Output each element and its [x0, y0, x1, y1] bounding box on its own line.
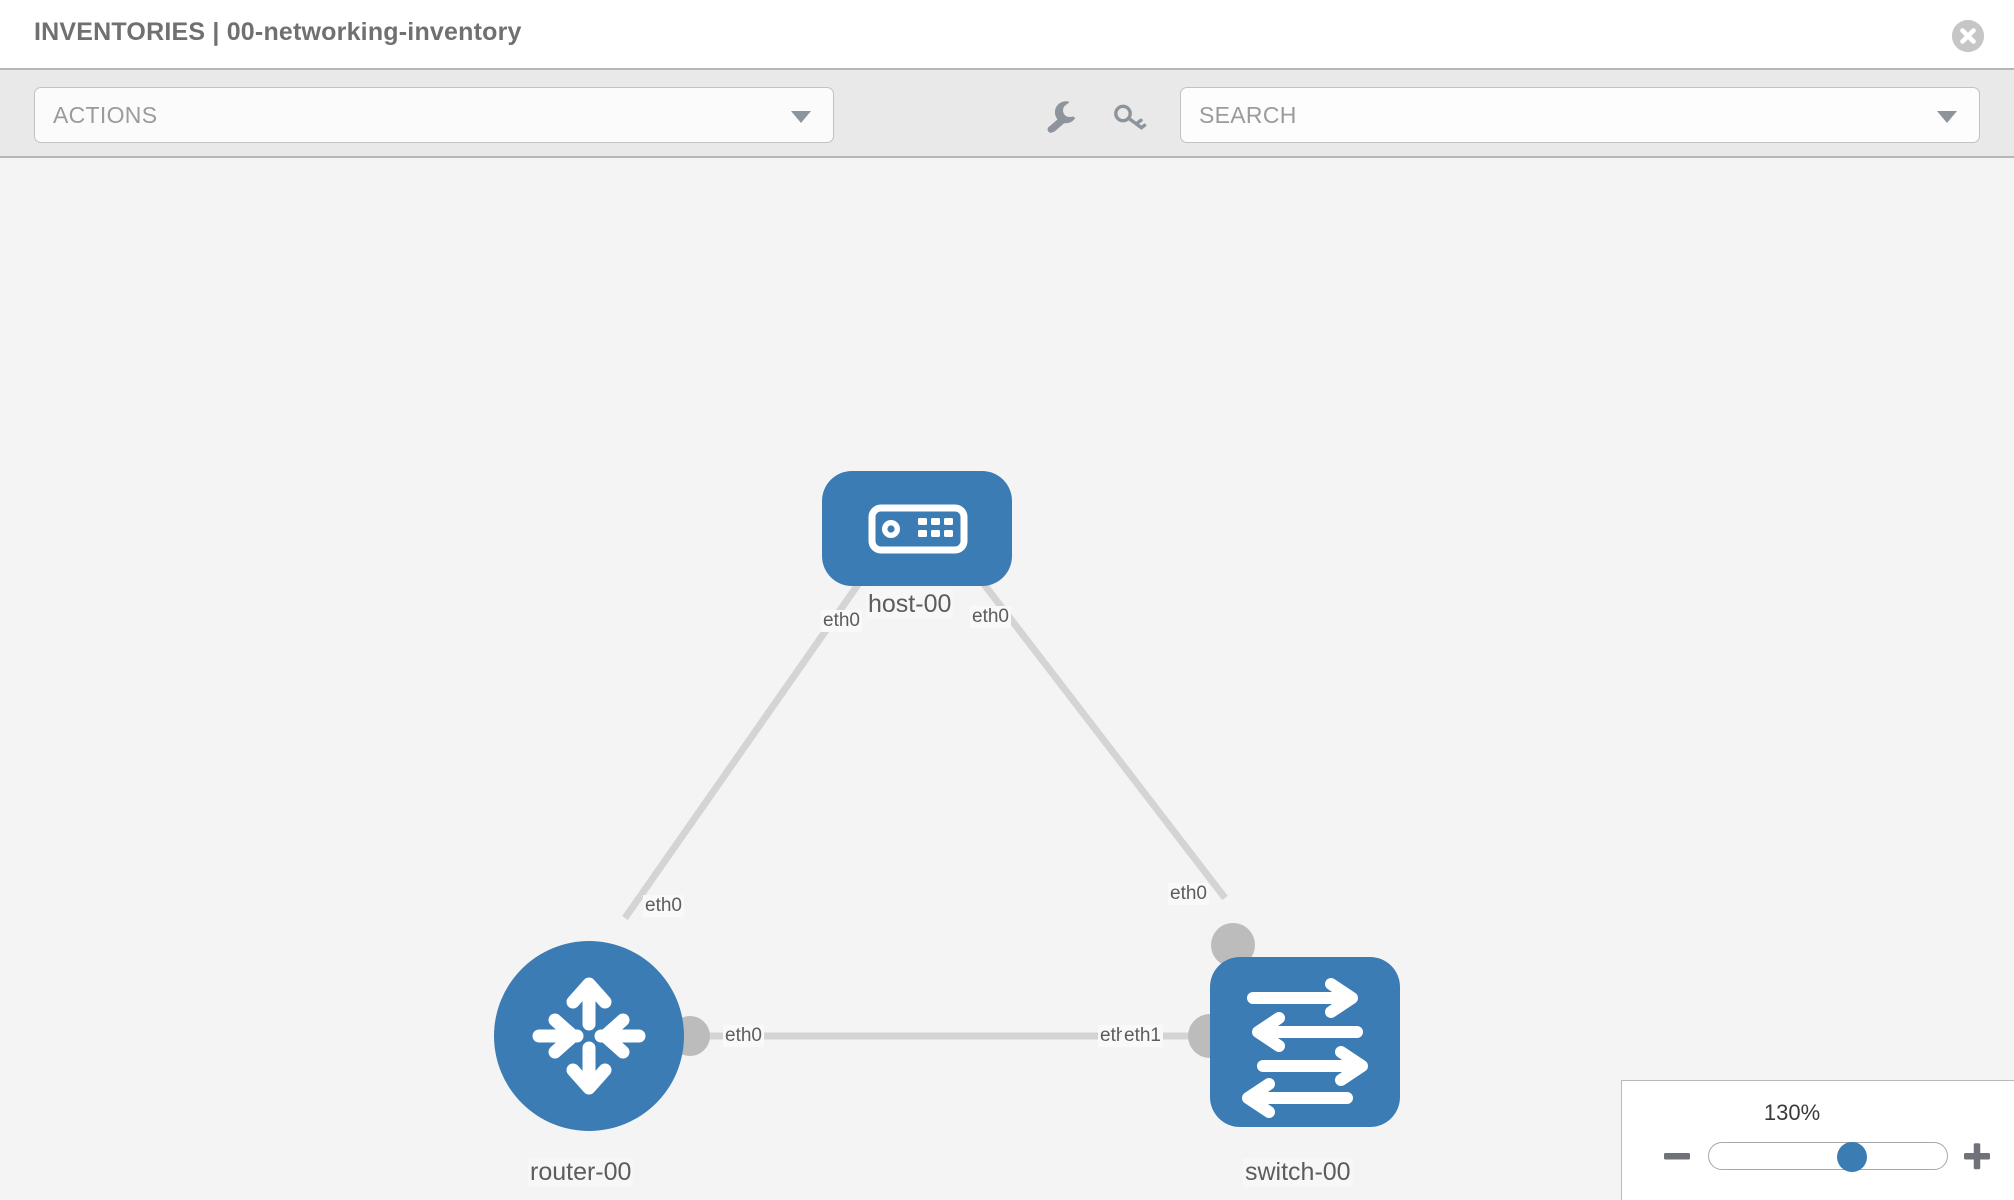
plus-icon[interactable] — [1962, 1141, 1992, 1171]
actions-dropdown-label: ACTIONS — [53, 102, 158, 128]
zoom-panel: 130% — [1621, 1080, 2014, 1200]
actions-dropdown[interactable]: ACTIONS — [34, 87, 834, 143]
chevron-down-icon — [791, 111, 811, 123]
toolbar: ACTIONS — [0, 70, 2014, 158]
search-placeholder: SEARCH — [1199, 102, 1297, 128]
node-label-host: host-00 — [866, 590, 954, 619]
iface-label: eth0 — [723, 1025, 764, 1047]
server-icon — [868, 504, 968, 554]
topology-canvas[interactable]: host-00 router-00 switch-00 eth0 eth0 et… — [0, 158, 2014, 1200]
node-switch-00 — [1210, 957, 1400, 1127]
node-host-00 — [822, 471, 1012, 586]
key-icon[interactable] — [1108, 96, 1152, 140]
search-input[interactable]: SEARCH — [1180, 87, 1980, 143]
node-label-switch: switch-00 — [1243, 1158, 1353, 1187]
zoom-level-value: 130% — [1763, 1100, 1821, 1125]
iface-label: eth0 — [1168, 883, 1209, 905]
router-arrows-icon — [532, 977, 646, 1095]
topology-connectors — [670, 530, 1255, 1058]
page-title: INVENTORIES | 00-networking-inventory — [34, 18, 522, 46]
connector-switch-eth0 — [1211, 923, 1255, 967]
switch-arrows-icon — [1242, 978, 1368, 1118]
minus-icon[interactable] — [1662, 1141, 1692, 1171]
iface-label: eth0 — [643, 895, 684, 917]
iface-label: eth — [1098, 1025, 1129, 1047]
chevron-down-icon[interactable] — [1937, 111, 1957, 123]
link-host-router — [622, 550, 883, 921]
node-router-00 — [494, 941, 684, 1131]
server-icon-details — [882, 518, 953, 538]
iface-label: eth0 — [970, 606, 1011, 628]
topology-links — [622, 550, 1228, 1040]
topology-graph — [494, 471, 1400, 1131]
zoom-slider-thumb[interactable] — [1837, 1142, 1867, 1172]
link-host-switch — [957, 550, 1228, 901]
close-icon[interactable] — [1952, 20, 1984, 52]
page-header: INVENTORIES | 00-networking-inventory — [0, 0, 2014, 70]
wrench-icon[interactable] — [1040, 96, 1084, 140]
iface-label: eth1 — [1122, 1025, 1163, 1047]
zoom-slider[interactable] — [1708, 1142, 1948, 1172]
node-label-router: router-00 — [528, 1158, 634, 1187]
iface-label: eth0 — [821, 610, 862, 632]
